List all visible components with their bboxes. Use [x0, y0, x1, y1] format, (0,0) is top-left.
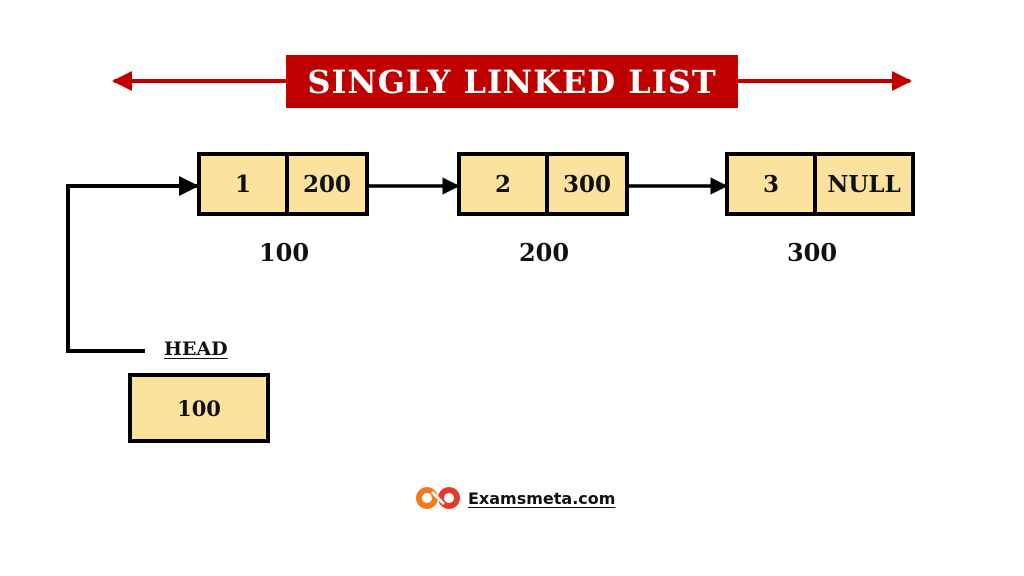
title-banner: SINGLY LINKED LIST: [286, 55, 738, 108]
list-node-2: 2 300: [457, 152, 629, 216]
list-node-3: 3 NULL: [725, 152, 915, 216]
diagram-title: SINGLY LINKED LIST: [307, 62, 717, 101]
brand-footer: Examsmeta.com: [414, 484, 615, 512]
node-1-address: 100: [258, 238, 310, 267]
node-1-data-cell: 1: [234, 170, 251, 198]
node-2-address: 200: [518, 238, 570, 267]
head-box: 100: [128, 373, 270, 443]
head-label: HEAD: [164, 338, 228, 360]
head-pointer-arrow: [66, 176, 199, 353]
list-node-1: 1 200: [197, 152, 369, 216]
node-1-next-cell: 200: [284, 156, 365, 212]
node-2-next-cell: 300: [544, 156, 625, 212]
examsmeta-logo-icon: [416, 487, 460, 509]
node-2-data-cell: 2: [494, 170, 511, 198]
brand-name-link[interactable]: Examsmeta.com: [468, 488, 616, 508]
node-3-address: 300: [786, 238, 838, 267]
node-3-data-cell: 3: [763, 170, 780, 198]
node-3-next-cell: NULL: [813, 156, 911, 212]
